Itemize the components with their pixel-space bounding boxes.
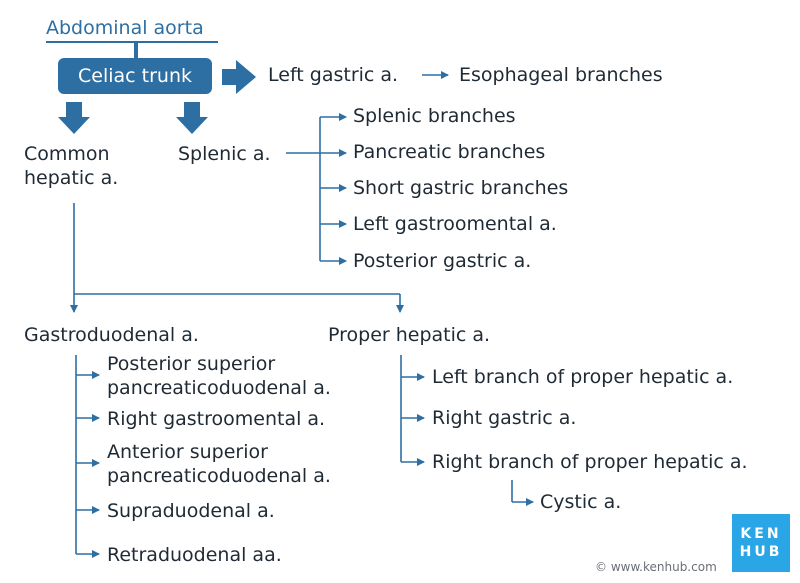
celiac-trunk-node: Celiac trunk <box>58 58 212 94</box>
splenic-branch-label: Left gastroomental a. <box>353 213 557 235</box>
gastroduodenal-branch-label: Anterior superior <box>107 441 268 463</box>
esophageal-branches-label: Esophageal branches <box>459 64 663 86</box>
gastroduodenal-branch-label: Right gastroomental a. <box>107 408 326 430</box>
gastroduodenal-branch-label: Posterior superior <box>107 353 276 375</box>
gastroduodenal-label: Gastroduodenal a. <box>24 324 199 346</box>
splenic-branch-label: Splenic branches <box>353 105 516 127</box>
common-hepatic-label-line2: hepatic a. <box>24 167 119 189</box>
gastroduodenal-branch-label: Retraduodenal aa. <box>107 544 282 566</box>
gastroduodenal-branch-label: Supraduodenal a. <box>107 500 275 522</box>
celiac-to-splenic-arrow <box>176 102 208 134</box>
celiac-to-common-hepatic-arrow <box>58 102 90 134</box>
common-hepatic-label-line1: Common <box>24 143 110 165</box>
logo-text-bottom: HUB <box>739 544 783 560</box>
splenic-branch-label: Short gastric branches <box>353 177 569 199</box>
kenhub-logo: KEN HUB <box>732 514 790 572</box>
logo-text-top: KEN <box>740 526 782 542</box>
splenic-label: Splenic a. <box>178 143 271 165</box>
cystic-label: Cystic a. <box>540 491 622 513</box>
proper-hepatic-branch-label: Right branch of proper hepatic a. <box>432 451 748 473</box>
proper-hepatic-label: Proper hepatic a. <box>328 324 491 346</box>
celiac-trunk-label: Celiac trunk <box>78 65 192 87</box>
splenic-branch-label: Posterior gastric a. <box>353 250 532 272</box>
page-title: Abdominal aorta <box>46 17 204 39</box>
celiac-to-left-gastric-arrow <box>222 60 256 94</box>
splenic-branch-label: Pancreatic branches <box>353 141 546 163</box>
proper-hepatic-branch-label: Left branch of proper hepatic a. <box>432 366 734 388</box>
proper-hepatic-branch-label: Right gastric a. <box>432 407 577 429</box>
left-gastric-label: Left gastric a. <box>268 64 399 86</box>
gastroduodenal-branch-label: pancreaticoduodenal a. <box>107 377 331 399</box>
gastroduodenal-branch-label: pancreaticoduodenal a. <box>107 465 331 487</box>
copyright-text: © www.kenhub.com <box>595 560 717 574</box>
